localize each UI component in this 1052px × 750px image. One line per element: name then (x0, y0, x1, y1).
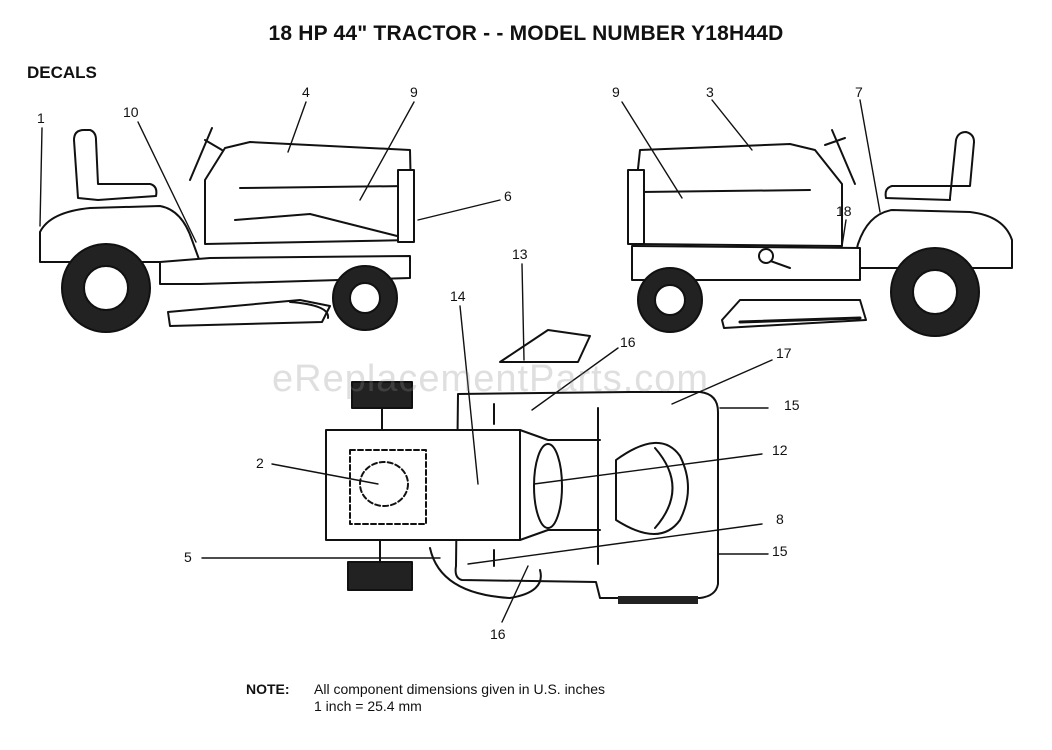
callout-15-top: 15 (784, 397, 800, 413)
watermark: eReplacementParts.com (272, 358, 710, 400)
section-heading: DECALS (27, 63, 97, 82)
note-line-1: All component dimensions given in U.S. i… (314, 681, 606, 697)
callout-2: 2 (256, 455, 264, 471)
callout-labels: 1 10 4 9 6 9 3 7 18 13 14 16 17 15 2 12 … (37, 84, 863, 642)
callout-4: 4 (302, 84, 310, 100)
callout-12: 12 (772, 442, 788, 458)
callout-5: 5 (184, 549, 192, 565)
tractor-right-side-view (627, 129, 1013, 337)
callout-1: 1 (37, 110, 45, 126)
tractor-top-view (325, 329, 719, 604)
callout-9-right: 9 (612, 84, 620, 100)
callout-16-top: 16 (620, 334, 636, 350)
callout-13: 13 (512, 246, 528, 262)
diagram-title: 18 HP 44" TRACTOR - - MODEL NUMBER Y18H4… (268, 22, 784, 45)
callout-8: 8 (776, 511, 784, 527)
callout-9-left: 9 (410, 84, 418, 100)
callout-17: 17 (776, 345, 792, 361)
tractor-left-side-view (39, 127, 415, 333)
callout-3: 3 (706, 84, 714, 100)
callout-6: 6 (504, 188, 512, 204)
leader-lines (39, 99, 881, 623)
callout-15-bottom: 15 (772, 543, 788, 559)
note-label: NOTE: (246, 681, 290, 697)
callout-16-bottom: 16 (490, 626, 506, 642)
callout-18: 18 (836, 203, 852, 219)
note-line-2: 1 inch = 25.4 mm (314, 698, 422, 714)
callout-10: 10 (123, 104, 139, 120)
dimension-note: NOTE: All component dimensions given in U… (246, 681, 605, 715)
callout-14: 14 (450, 288, 466, 304)
callout-7: 7 (855, 84, 863, 100)
